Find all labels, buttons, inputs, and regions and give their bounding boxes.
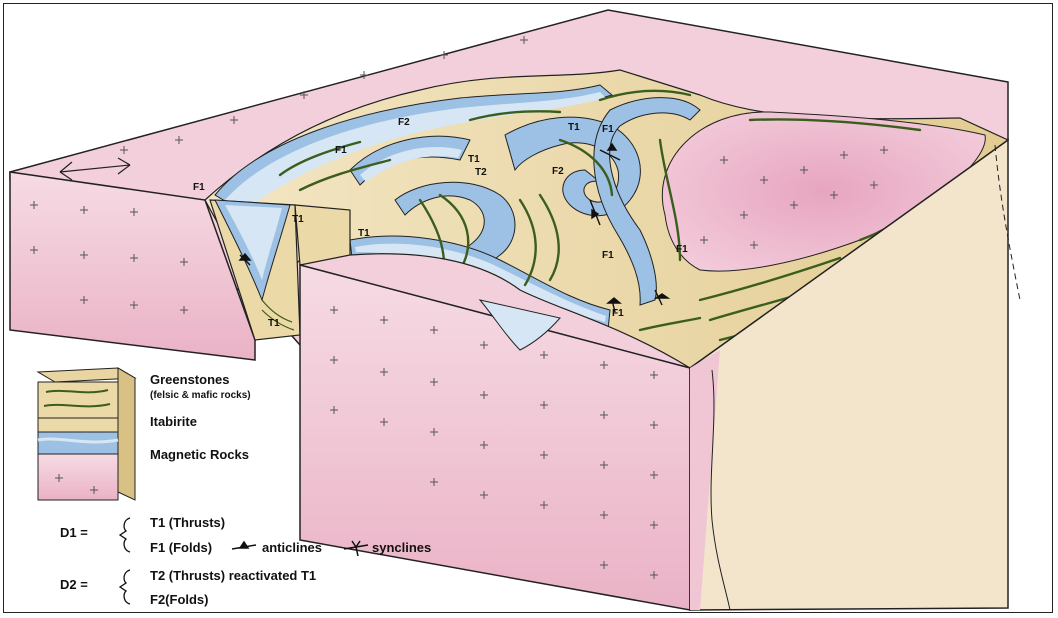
legend-d2-bracket [120, 570, 130, 604]
legend-synclines: synclines [372, 540, 431, 555]
legend-d2-t2: T2 (Thrusts) reactivated T1 [150, 568, 316, 583]
legend-d2-key: D2 = [60, 577, 88, 592]
legend-greenstones: Greenstones [150, 372, 229, 387]
legend-swatch-greenstones [38, 382, 118, 418]
label-t1-center: T1 [468, 154, 480, 165]
label-f1-left: F1 [193, 182, 205, 193]
label-t2-center: T2 [475, 167, 487, 178]
legend-itabirite: Itabirite [150, 414, 197, 429]
label-f1-center-low: F1 [602, 250, 614, 261]
label-f1-east: F1 [602, 124, 614, 135]
legend-swatch-granite [38, 454, 118, 500]
legend-d1-t1: T1 (Thrusts) [150, 515, 225, 530]
label-f1-dome: F1 [676, 244, 688, 255]
legend-d2-f2: F2(Folds) [150, 592, 209, 607]
label-f2-upper: F2 [398, 117, 410, 128]
label-f1-upper: F1 [335, 145, 347, 156]
legend-magnetic: Magnetic Rocks [150, 447, 249, 462]
label-t1-left: T1 [292, 214, 304, 225]
legend-swatch-itabirite [38, 418, 118, 432]
legend-d1-key: D1 = [60, 525, 88, 540]
label-t1-mid: T1 [358, 228, 370, 239]
legend-d1-f1: F1 (Folds) [150, 540, 212, 555]
legend-block-side [118, 368, 135, 500]
label-f2-center: F2 [552, 166, 564, 177]
legend-d1-bracket [120, 518, 130, 552]
legend-greenstones-sub: (felsic & mafic rocks) [150, 390, 251, 401]
legend-anticlines: anticlines [262, 540, 322, 555]
label-t1-east: T1 [568, 122, 580, 133]
label-t1-section: T1 [268, 318, 280, 329]
anticline-symbol-icon [232, 542, 256, 549]
legend-column [38, 368, 135, 500]
